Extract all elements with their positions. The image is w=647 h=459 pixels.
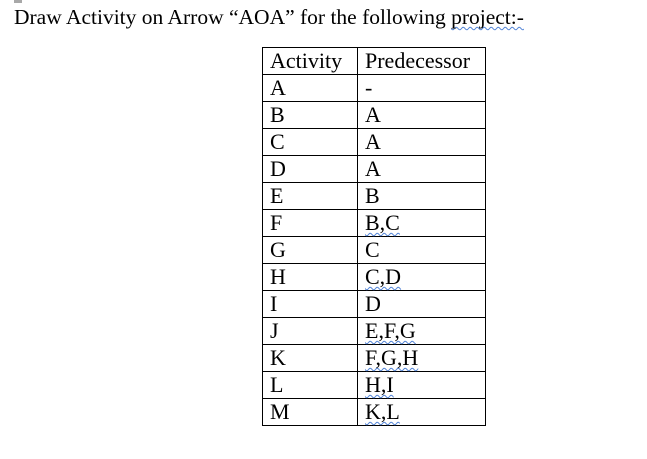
table-row: F B,C — [262, 209, 486, 237]
predecessor-cell: A — [357, 155, 486, 183]
predecessor-cell: B — [357, 182, 486, 210]
predecessor-cell: A — [357, 101, 486, 129]
predecessor-cell: - — [357, 74, 486, 102]
predecessor-value-grammar-flagged: B,C — [365, 210, 400, 235]
page-title-grammar-flagged-text: project:- — [451, 5, 524, 29]
table-row: K F,G,H — [262, 344, 486, 372]
predecessor-value: B — [365, 183, 380, 208]
table-row: J E,F,G — [262, 317, 486, 345]
predecessor-cell: C — [357, 236, 486, 264]
column-header-predecessor: Predecessor — [357, 47, 486, 75]
activity-cell: L — [262, 371, 358, 399]
predecessor-cell: B,C — [357, 209, 486, 237]
activity-predecessor-table: Activity Predecessor A - B A C A D A E B… — [262, 47, 486, 426]
predecessor-cell: C,D — [357, 263, 486, 291]
activity-cell: G — [262, 236, 358, 264]
table-row: D A — [262, 155, 486, 183]
table-row: G C — [262, 236, 486, 264]
column-header-activity: Activity — [262, 47, 358, 75]
activity-cell: M — [262, 398, 358, 426]
predecessor-cell: H,I — [357, 371, 486, 399]
activity-cell: E — [262, 182, 358, 210]
activity-cell: C — [262, 128, 358, 156]
table-row: L H,I — [262, 371, 486, 399]
table-row: C A — [262, 128, 486, 156]
predecessor-value-grammar-flagged: C,D — [365, 264, 402, 289]
activity-cell: K — [262, 344, 358, 372]
predecessor-value: A — [365, 156, 381, 181]
predecessor-value-grammar-flagged: H,I — [365, 372, 394, 397]
table-row: A - — [262, 74, 486, 102]
table-row: I D — [262, 290, 486, 318]
activity-cell: J — [262, 317, 358, 345]
page-title: Draw Activity on Arrow “AOA” for the fol… — [14, 3, 524, 31]
table-row: M K,L — [262, 398, 486, 426]
activity-cell: F — [262, 209, 358, 237]
predecessor-cell: F,G,H — [357, 344, 486, 372]
predecessor-value: D — [365, 291, 381, 316]
predecessor-value: A — [365, 129, 381, 154]
table-header-row: Activity Predecessor — [262, 47, 486, 75]
predecessor-value: - — [365, 75, 373, 100]
predecessor-value: C — [365, 237, 380, 262]
predecessor-value: A — [365, 102, 381, 127]
activity-cell: A — [262, 74, 358, 102]
activity-cell: H — [262, 263, 358, 291]
predecessor-cell: A — [357, 128, 486, 156]
table-row: B A — [262, 101, 486, 129]
activity-cell: B — [262, 101, 358, 129]
cropped-text-artifact — [14, 0, 22, 3]
page-title-text: Draw Activity on Arrow “AOA” for the fol… — [14, 5, 452, 29]
predecessor-value-grammar-flagged: E,F,G — [365, 318, 416, 343]
predecessor-cell: E,F,G — [357, 317, 486, 345]
predecessor-value-grammar-flagged: K,L — [365, 399, 400, 424]
predecessor-cell: K,L — [357, 398, 486, 426]
activity-cell: D — [262, 155, 358, 183]
predecessor-cell: D — [357, 290, 486, 318]
predecessor-value-grammar-flagged: F,G,H — [365, 345, 419, 370]
table-row: H C,D — [262, 263, 486, 291]
table-row: E B — [262, 182, 486, 210]
activity-cell: I — [262, 290, 358, 318]
